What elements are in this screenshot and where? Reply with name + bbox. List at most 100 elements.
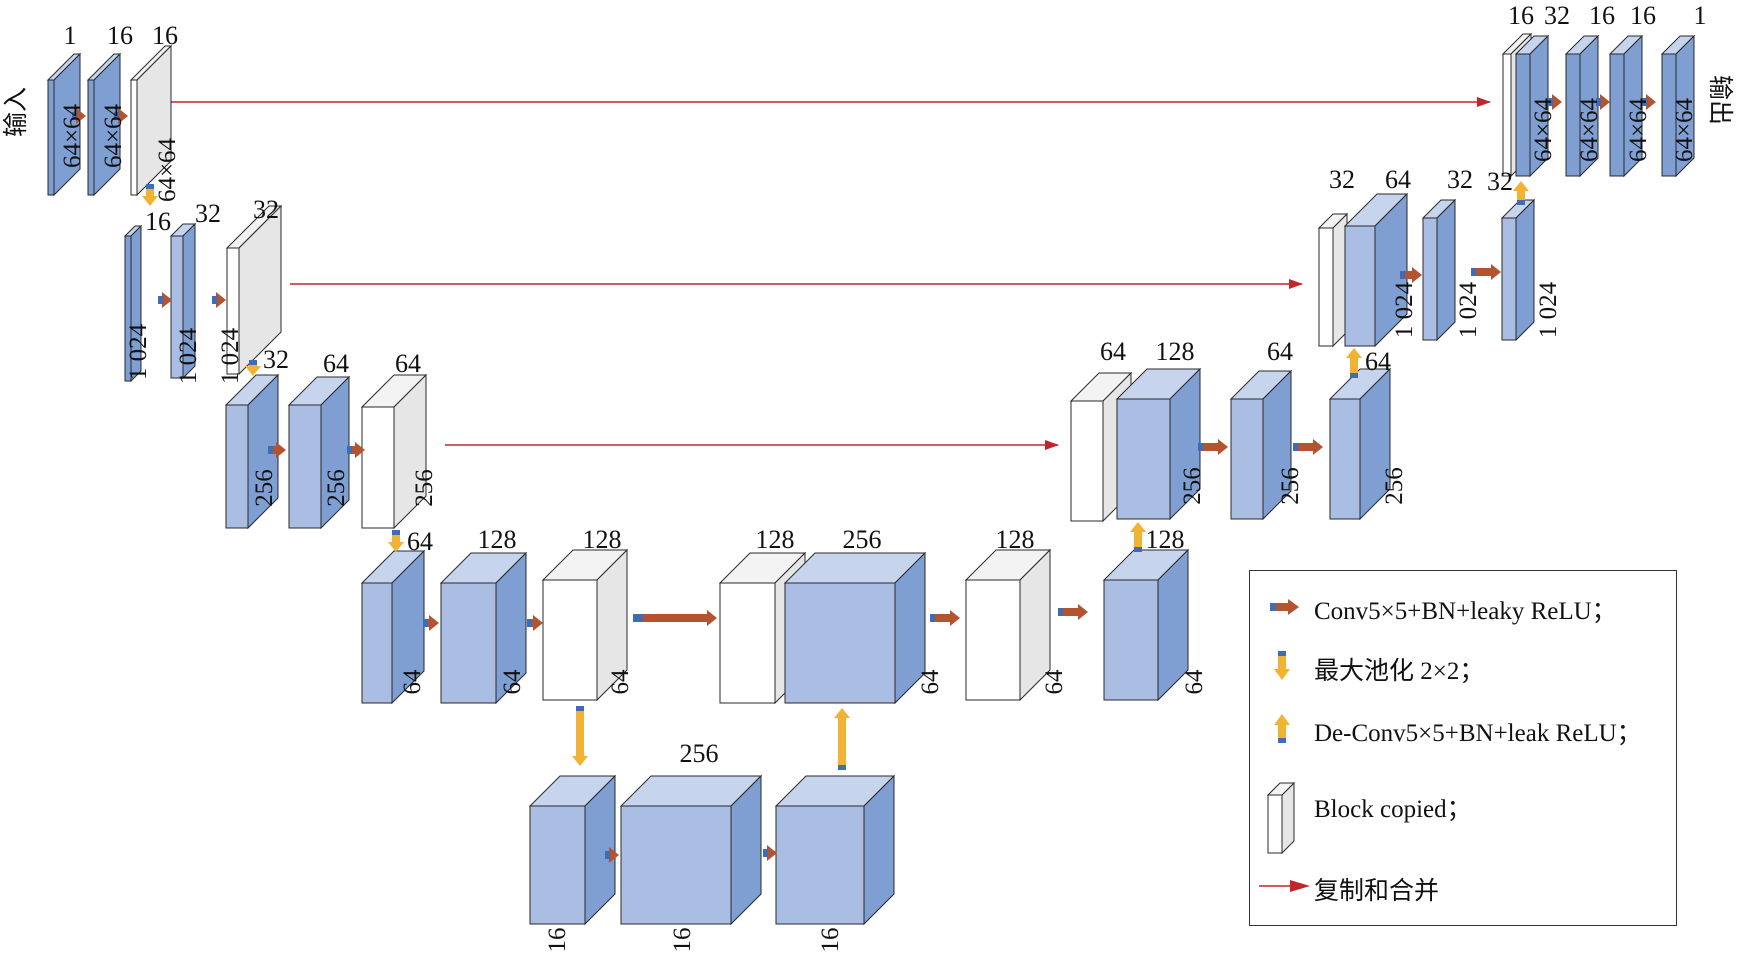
block-channel-label: 256 xyxy=(680,739,719,768)
block-d1-5 xyxy=(1660,34,1696,178)
pool-arrow-icon xyxy=(1274,651,1290,680)
block-size-label: 16 xyxy=(544,928,571,953)
block-b-1 xyxy=(528,774,617,926)
legend-item-copied: Block copied； xyxy=(1250,779,1676,859)
block-e1-2 xyxy=(86,52,122,197)
conv-arrow xyxy=(527,615,543,631)
block-d1-4 xyxy=(1608,34,1644,178)
block-e2-2 xyxy=(169,222,197,380)
conv-arrow xyxy=(347,442,365,458)
deconv-arrow xyxy=(1346,348,1362,378)
block-channel-label: 32 xyxy=(1329,165,1355,194)
block-size-label: 256 xyxy=(323,469,350,507)
block-channel-label: 256 xyxy=(843,525,882,554)
block-front-face xyxy=(1502,53,1512,177)
feature-blocks xyxy=(46,32,1696,926)
block-e2-1 xyxy=(123,224,143,383)
block-front-face xyxy=(784,582,896,704)
block-front-face xyxy=(620,805,732,925)
legend-pool-label: 最大池化 2×2； xyxy=(1314,658,1485,685)
block-side-face xyxy=(1515,198,1535,342)
conv-arrow xyxy=(1400,267,1422,283)
block-size-label: 256 xyxy=(411,469,438,507)
block-size-label: 1 024 xyxy=(1535,281,1562,338)
block-front-face xyxy=(719,582,776,704)
block-front-face xyxy=(1070,400,1104,522)
legend-item-pool: 最大池化 2×2； xyxy=(1250,645,1676,685)
deconv-arrow xyxy=(1130,522,1146,552)
block-size-label: 64 xyxy=(499,669,526,695)
conv-arrow xyxy=(1293,439,1323,455)
block-front-face xyxy=(361,406,395,529)
block-b-2 xyxy=(619,774,763,926)
block-channel-label: 16 xyxy=(145,207,171,236)
block-d3-1 xyxy=(1069,371,1133,523)
block-e2-3 xyxy=(225,204,283,376)
block-channel-label: 1 xyxy=(64,21,77,50)
conv-arrow xyxy=(605,847,619,863)
legend-item-concat: 复制和合并 xyxy=(1250,865,1676,905)
block-d3-3 xyxy=(1229,369,1293,521)
block-channel-label: 64 xyxy=(395,349,421,378)
block-front-face xyxy=(1116,398,1171,520)
block-size-label: 64×64 xyxy=(1576,97,1603,162)
block-front-face xyxy=(226,247,240,375)
conv-arrow xyxy=(763,845,777,861)
block-channel-label: 1 xyxy=(1694,1,1707,30)
block-e4-2 xyxy=(439,551,528,705)
block-size-label: 64 xyxy=(917,669,944,695)
block-front-face xyxy=(87,79,95,196)
block-front-face xyxy=(1565,53,1581,177)
block-d4-4 xyxy=(1102,548,1190,702)
conv-arrow xyxy=(423,615,439,631)
legend-item-deconv: De-Conv5×5+BN+leak ReLU； xyxy=(1250,707,1676,747)
block-d2-3 xyxy=(1421,198,1457,342)
legend: Conv5×5+BN+leaky ReLU； 最大池化 2×2； De-Conv… xyxy=(1249,570,1677,926)
block-channel-label: 16 xyxy=(107,21,133,50)
block-channel-label: 64 xyxy=(1365,347,1391,376)
deconv-arrow xyxy=(834,708,850,770)
block-front-face xyxy=(361,582,393,704)
block-front-face xyxy=(124,235,132,382)
block-size-label: 256 xyxy=(251,469,278,507)
block-d4-3 xyxy=(964,548,1052,702)
block-d2-4 xyxy=(1500,198,1536,342)
block-channel-label: 128 xyxy=(996,525,1035,554)
block-d4-2 xyxy=(783,551,927,705)
block-front-face xyxy=(1422,217,1438,341)
legend-conv-label: Conv5×5+BN+leaky ReLU； xyxy=(1314,598,1617,625)
block-size-label: 16 xyxy=(817,928,844,953)
conv-arrow xyxy=(72,108,86,124)
block-channel-label: 64 xyxy=(323,349,349,378)
block-front-face xyxy=(529,805,586,925)
block-front-face xyxy=(440,582,497,704)
block-front-face xyxy=(965,579,1021,701)
block-channel-label: 32 xyxy=(195,199,221,228)
block-size-label: 256 xyxy=(1277,467,1304,505)
block-e3-3 xyxy=(360,373,428,530)
block-channel-label: 64 xyxy=(1385,165,1411,194)
block-channel-label: 32 xyxy=(1544,1,1570,30)
block-size-label: 64×64 xyxy=(1530,97,1557,162)
block-size-label: 256 xyxy=(1381,467,1408,505)
conv-arrow xyxy=(212,292,226,308)
block-e3-2 xyxy=(287,375,351,530)
block-front-face xyxy=(1230,398,1264,520)
block-size-label: 64×64 xyxy=(154,137,181,202)
block-front-face xyxy=(1103,579,1159,701)
block-d1-3 xyxy=(1564,34,1600,178)
block-b-3 xyxy=(774,774,896,926)
block-d2-2 xyxy=(1343,192,1409,348)
block-size-label: 1 024 xyxy=(125,323,152,380)
block-channel-label: 128 xyxy=(583,525,622,554)
legend-item-conv: Conv5×5+BN+leaky ReLU； xyxy=(1250,585,1676,625)
conv-arrow xyxy=(1058,604,1088,620)
block-channel-label: 16 xyxy=(152,21,178,50)
pool-arrow xyxy=(572,706,588,766)
conv-arrow xyxy=(1471,264,1501,280)
conv-arrow xyxy=(1642,94,1656,110)
block-side-face xyxy=(1436,198,1456,342)
block-size-label: 64×64 xyxy=(59,103,86,168)
block-front-face xyxy=(225,404,249,529)
conv-arrow xyxy=(1596,94,1610,110)
